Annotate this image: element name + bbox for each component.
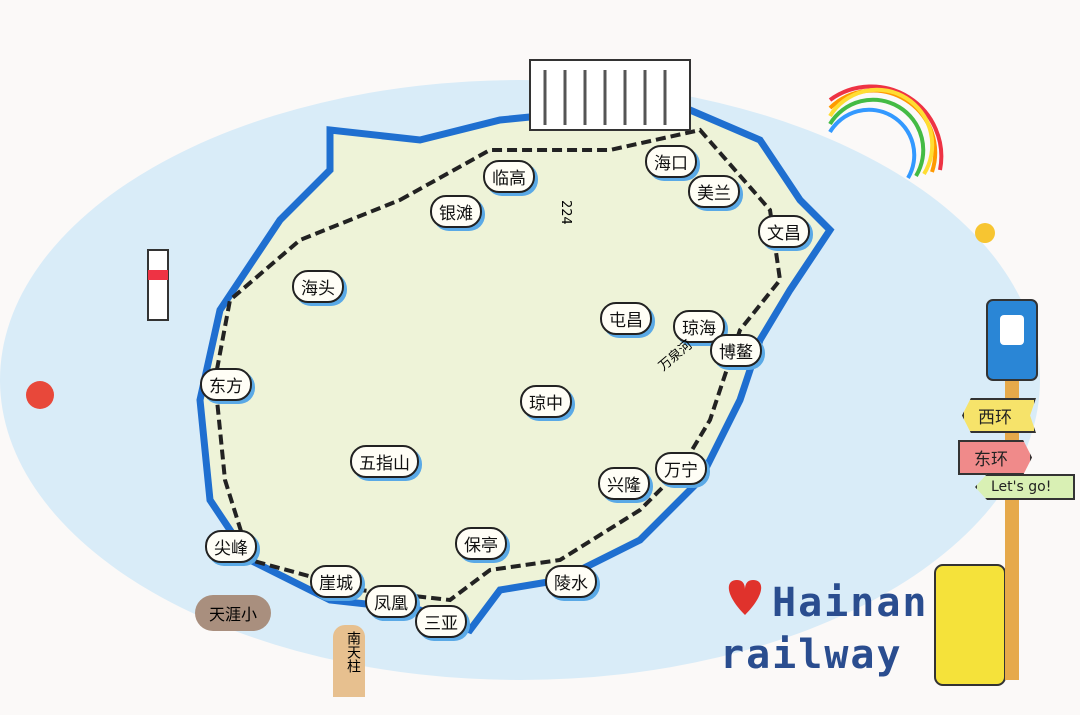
station-tunchang[interactable]: 屯昌 (600, 302, 652, 335)
station-qiongzhong[interactable]: 琼中 (520, 385, 572, 418)
sun-icon (975, 223, 995, 243)
station-haikou[interactable]: 海口 (645, 145, 697, 178)
sunset-icon (26, 381, 54, 409)
station-yacheng[interactable]: 崖城 (310, 565, 362, 598)
station-xinglong[interactable]: 兴隆 (598, 467, 650, 500)
title-railway: railway (720, 632, 903, 678)
station-boao[interactable]: 博鳌 (710, 334, 762, 367)
station-meilan[interactable]: 美兰 (688, 175, 740, 208)
station-yintan[interactable]: 银滩 (430, 195, 482, 228)
station-haitou[interactable]: 海头 (292, 270, 344, 303)
suitcase-icon (934, 564, 1006, 686)
rainbow-icon (828, 84, 944, 180)
sign-east-loop[interactable]: 东环 (958, 440, 1032, 475)
station-sanya[interactable]: 三亚 (415, 605, 467, 638)
station-wanning[interactable]: 万宁 (655, 452, 707, 485)
sign-lets-go[interactable]: Let's go! (975, 474, 1076, 500)
station-dongfang[interactable]: 东方 (200, 368, 252, 401)
rock-nantianzhu: 南天柱 (333, 625, 365, 697)
milestone-label: 224 (558, 200, 573, 225)
station-fenghuang[interactable]: 凤凰 (365, 585, 417, 618)
station-wenchang[interactable]: 文昌 (758, 215, 810, 248)
station-jianfeng[interactable]: 尖峰 (205, 530, 257, 563)
lighthouse-icon (147, 249, 169, 321)
station-baoting[interactable]: 保亭 (455, 527, 507, 560)
colonnade-building-icon (529, 59, 691, 131)
rock-tianya: 天涯小 (195, 595, 272, 631)
sign-west-loop[interactable]: 西环 (962, 398, 1036, 433)
station-wuzhishan[interactable]: 五指山 (350, 445, 419, 478)
station-lingshui[interactable]: 陵水 (545, 565, 597, 598)
train-sign-icon (986, 299, 1038, 381)
station-lingao[interactable]: 临高 (483, 160, 535, 193)
heart-icon (728, 580, 762, 615)
title-hainan: Hainan (772, 580, 929, 626)
